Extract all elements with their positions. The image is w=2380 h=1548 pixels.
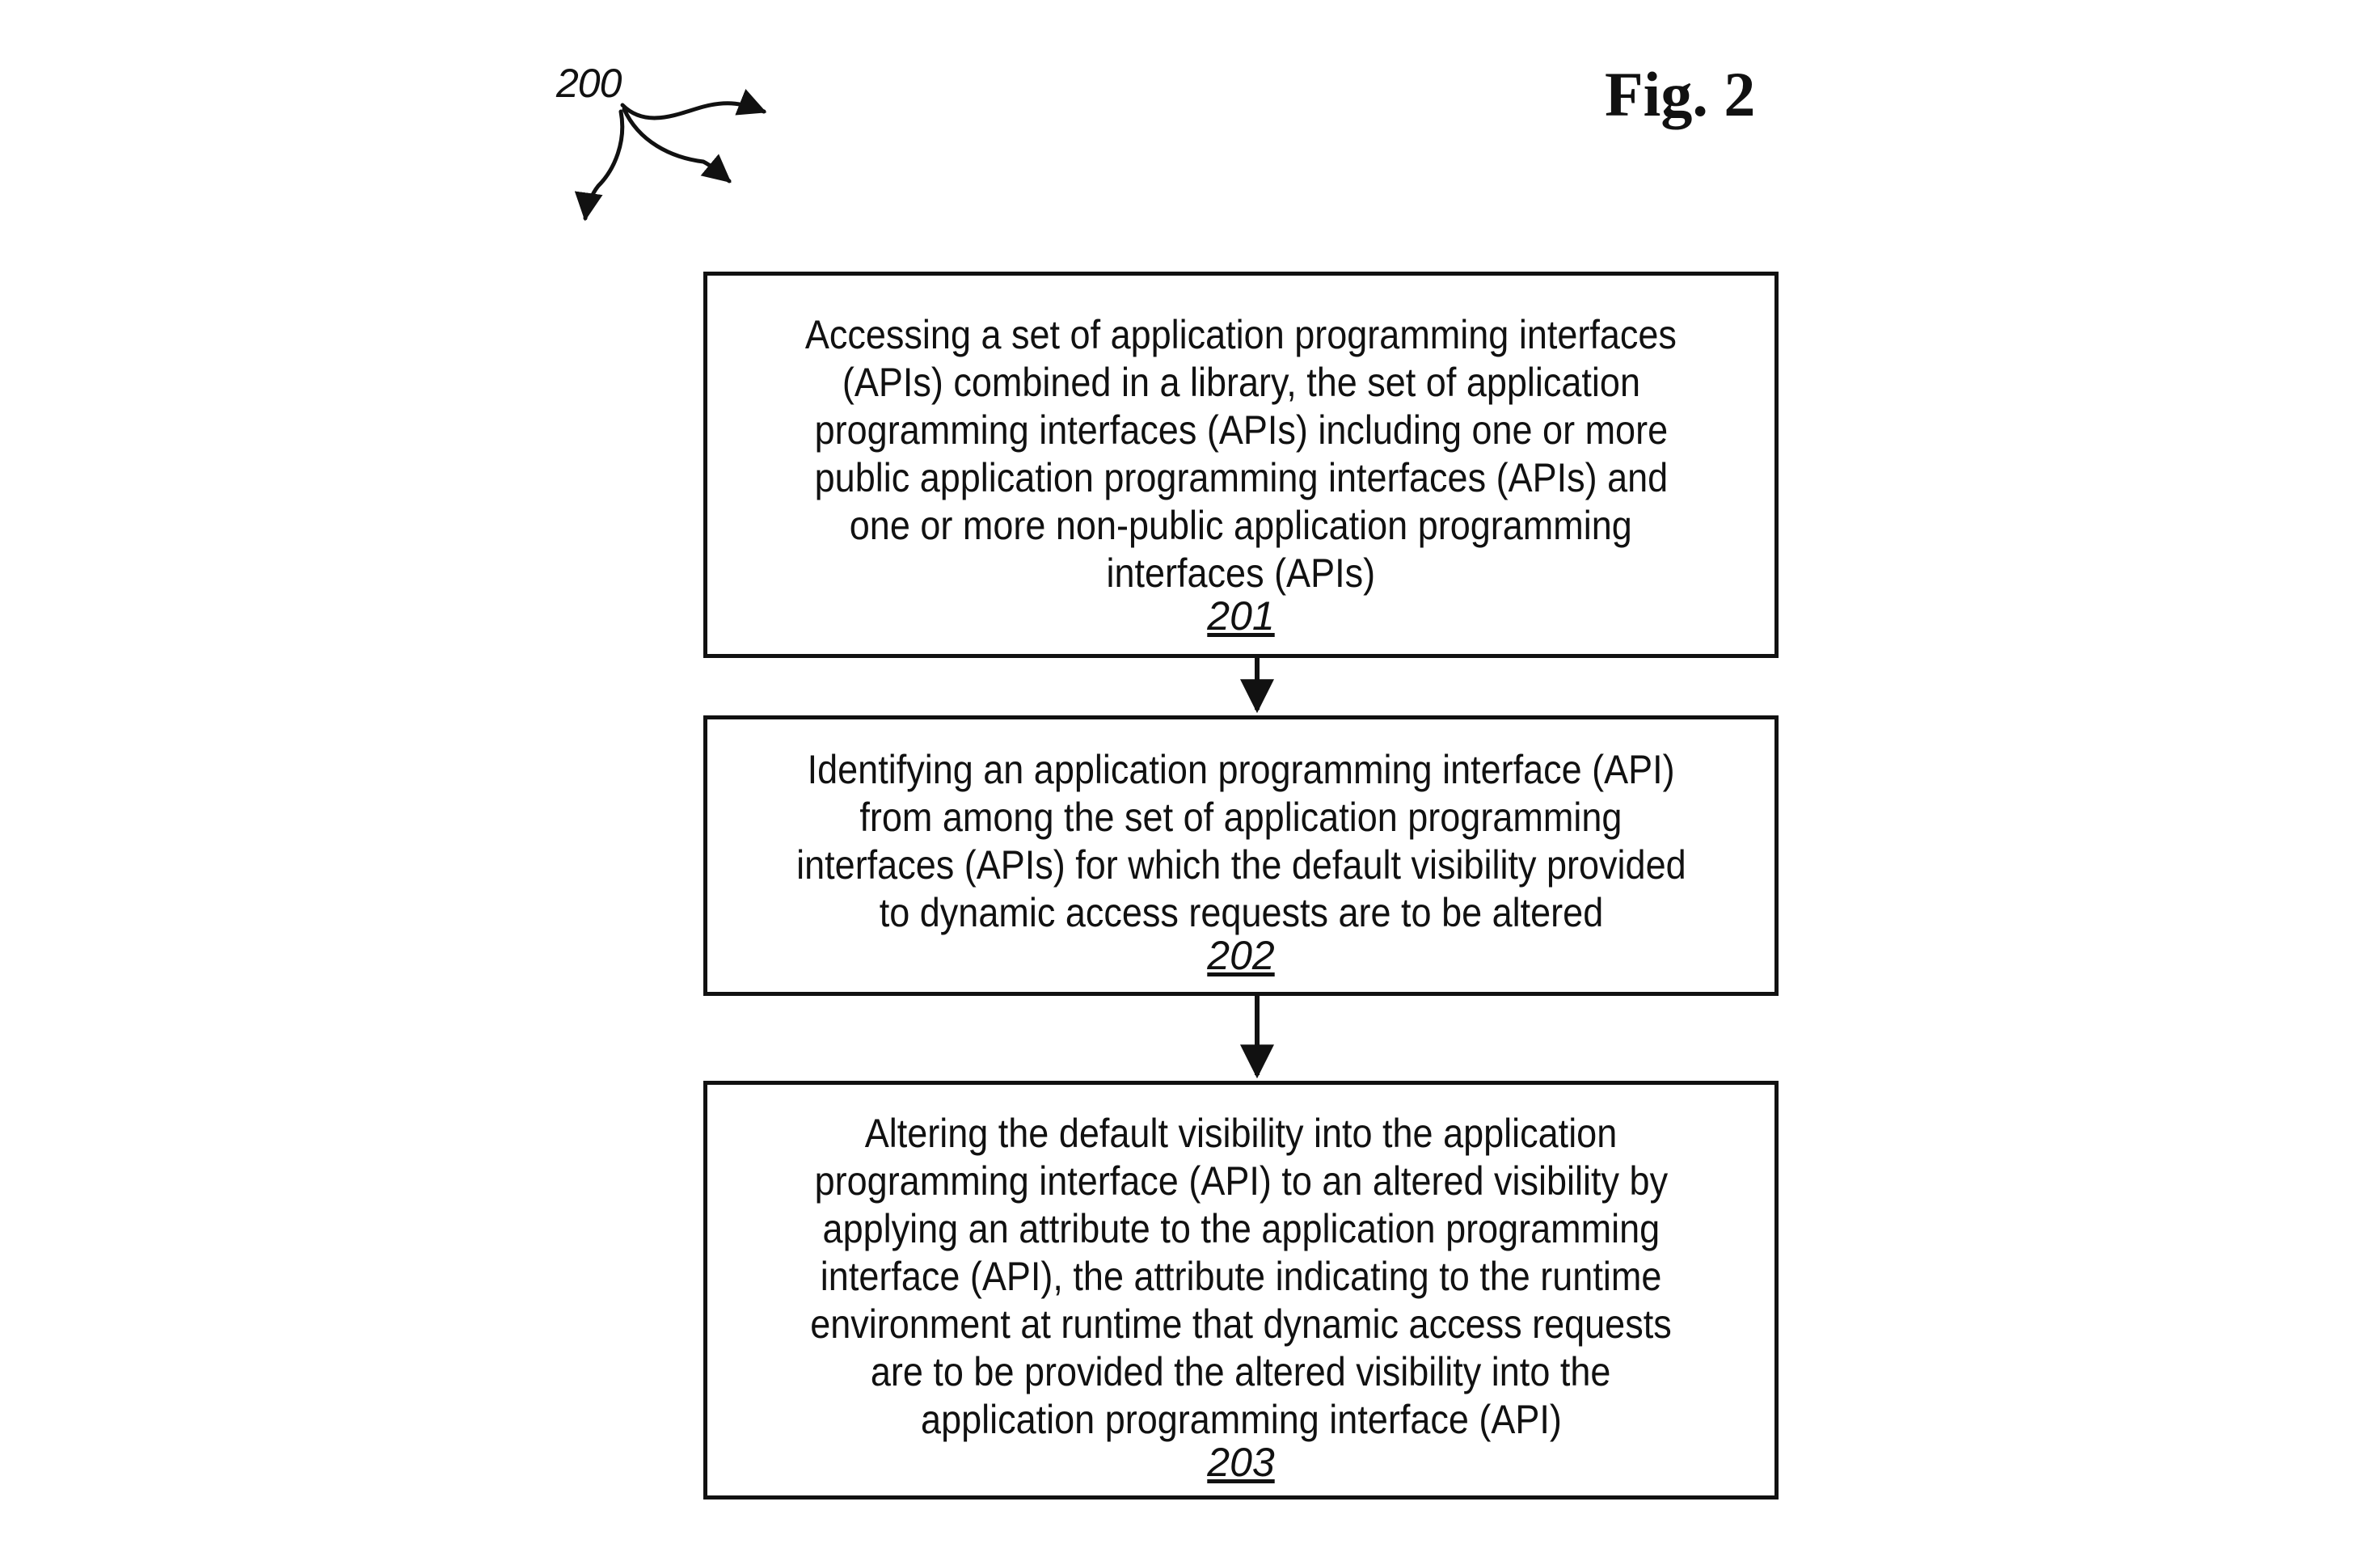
- reference-arrow-right: [622, 103, 764, 118]
- figure-title: Fig. 2: [1605, 63, 1755, 126]
- figure-reference-number: 200: [556, 63, 621, 103]
- step-203-line-7: application programming interface (API): [921, 1396, 1562, 1444]
- step-203-line-3: applying an attribute to the application…: [822, 1205, 1660, 1253]
- reference-200-arrows: [585, 103, 764, 218]
- step-203-reference: 203: [1207, 1442, 1274, 1483]
- step-202-line-3: interfaces (APIs) for which the default …: [796, 841, 1686, 889]
- flow-step-201: Accessing a set of application programmi…: [703, 272, 1779, 658]
- reference-arrow-lower-right: [624, 109, 729, 181]
- step-203-line-4: interface (API), the attribute indicatin…: [821, 1253, 1662, 1301]
- step-201-line-1: Accessing a set of application programmi…: [805, 311, 1677, 359]
- step-201-line-3: programming interfaces (APIs) including …: [814, 407, 1667, 454]
- step-203-line-2: programming interface (API) to an altere…: [814, 1158, 1667, 1205]
- flow-step-202: Identifying an application programming i…: [703, 715, 1779, 996]
- step-201-reference: 201: [1207, 596, 1274, 636]
- reference-arrow-down-left: [585, 112, 622, 218]
- step-203-line-5: environment at runtime that dynamic acce…: [810, 1301, 1672, 1348]
- step-201-line-6: interfaces (APIs): [1107, 550, 1376, 597]
- step-201-line-5: one or more non-public application progr…: [850, 502, 1632, 550]
- step-202-reference: 202: [1207, 935, 1274, 976]
- step-203-line-6: are to be provided the altered visibilit…: [871, 1348, 1611, 1396]
- step-201-line-4: public application programming interface…: [814, 454, 1668, 502]
- flow-step-203: Altering the default visibility into the…: [703, 1081, 1779, 1499]
- step-201-line-2: (APIs) combined in a library, the set of…: [842, 359, 1639, 407]
- step-202-line-1: Identifying an application programming i…: [807, 746, 1674, 794]
- step-202-line-4: to dynamic access requests are to be alt…: [879, 889, 1602, 937]
- step-203-line-1: Altering the default visibility into the…: [865, 1110, 1618, 1158]
- step-202-line-2: from among the set of application progra…: [859, 794, 1622, 841]
